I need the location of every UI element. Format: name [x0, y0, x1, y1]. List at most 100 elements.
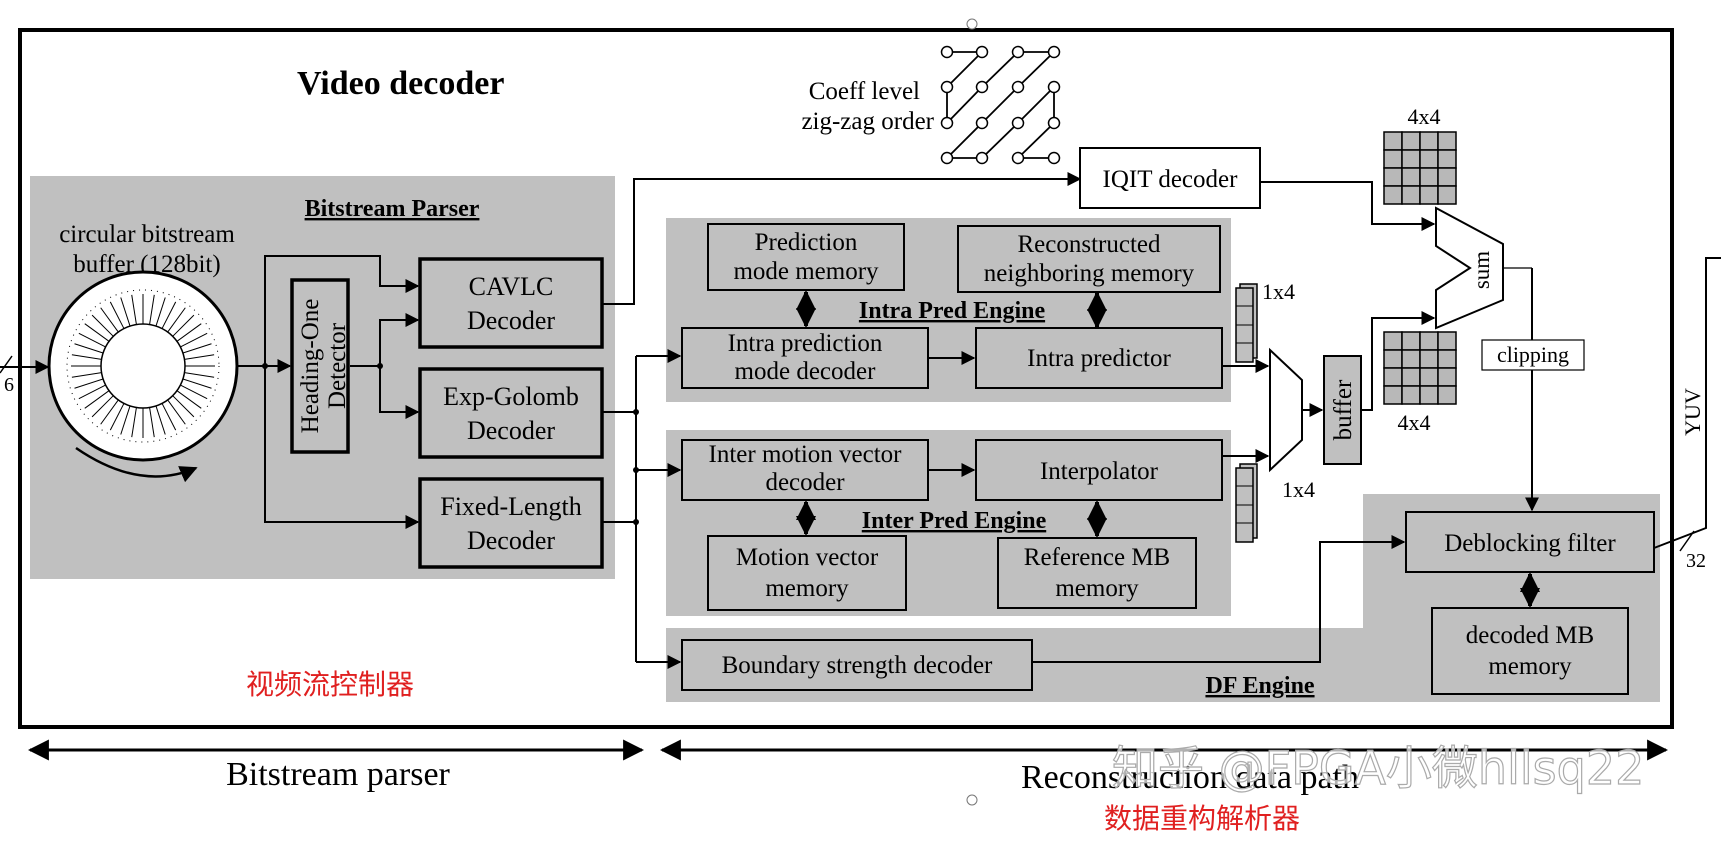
coeff-point: [1047, 151, 1061, 165]
input-bus-width: 6: [4, 374, 14, 396]
grid-cell: [1401, 131, 1421, 151]
inter-mv-dec-label-1: Inter motion vector: [709, 441, 903, 468]
column-1x4-bottom-label: 1x4: [1282, 477, 1315, 502]
ring-spoke: [149, 294, 155, 325]
coeff-point: [1047, 80, 1061, 94]
grid-cell: [1437, 385, 1457, 405]
ring-spoke: [131, 294, 137, 325]
output-bus-width: 32: [1686, 550, 1706, 572]
grid-cell: [1419, 149, 1439, 169]
rotation-arrow: [75, 446, 198, 483]
grid-cell: [1419, 349, 1439, 369]
ring-spoke: [161, 301, 177, 329]
iqit-to-sum: [1260, 181, 1436, 231]
intra-predictor-label: Intra predictor: [1027, 345, 1171, 372]
grid-cell: [1419, 167, 1439, 187]
ring-spoke: [120, 297, 131, 327]
column-1x4-top-label: 1x4: [1262, 279, 1295, 304]
grid-cell: [1437, 185, 1457, 205]
motion-vector-memory-box: [707, 535, 907, 611]
zigzag-step: [1017, 122, 1055, 159]
grid-cell: [1401, 349, 1421, 369]
interpolator-label: Interpolator: [1040, 458, 1159, 485]
ring-spoke: [176, 390, 202, 409]
pred-mode-mem-label-1: Prediction: [755, 229, 858, 256]
coeff-point: [940, 116, 954, 130]
junction: [633, 409, 639, 415]
grid-cell: [1437, 167, 1457, 187]
coeff-point: [1011, 80, 1025, 94]
ring-spoke: [167, 307, 186, 333]
decoded-mb-label-1: decoded MB: [1466, 622, 1594, 649]
ring-spoke: [74, 343, 104, 354]
zigzag-step: [946, 51, 983, 88]
ring-spoke: [91, 395, 114, 418]
intra-predictor-box: [975, 327, 1223, 389]
grid-4x4-bottom: [1383, 331, 1457, 405]
grid-4x4-top: [1383, 131, 1457, 205]
ring-spoke: [176, 323, 202, 342]
ring-spoke: [182, 378, 212, 389]
junction: [633, 519, 639, 525]
grid-cell: [1419, 367, 1439, 387]
fixedlength-label-2: Decoder: [467, 526, 555, 555]
heading-one-label-2: Detector: [324, 322, 351, 409]
decoded-mb-memory-box: [1431, 607, 1629, 695]
buffer-label: buffer: [1330, 379, 1357, 440]
intra-mode-dec-label-1: Intra prediction: [728, 330, 883, 357]
reconstructed-neighboring-memory-box: [957, 225, 1221, 293]
ring-spoke: [109, 403, 125, 431]
coeff-point: [975, 116, 989, 130]
ring-spoke: [172, 314, 195, 337]
ring-spoke: [84, 390, 110, 409]
mv-mem-label-1: Motion vector: [736, 544, 879, 571]
bypass-to-cavlc: [264, 255, 420, 366]
coeff-point: [940, 80, 954, 94]
grid-cell: [1437, 149, 1457, 169]
expgolomb-label-1: Exp-Golomb: [443, 382, 579, 411]
ring-spoke: [71, 372, 102, 378]
coeff-label-2: zig-zag order: [801, 108, 934, 135]
buffer-to-sum: [1361, 311, 1436, 411]
handle-dot: [966, 794, 978, 806]
cavlc-label-2: Decoder: [467, 306, 555, 335]
cavlc-to-iqit: [602, 172, 1082, 305]
zigzag-step: [946, 86, 983, 124]
grid-cell: [1419, 131, 1439, 151]
deblocking-filter-label: Deblocking filter: [1444, 530, 1616, 557]
heading-one-label-1: Heading-One: [297, 299, 324, 434]
handle-dot: [966, 18, 978, 30]
iqit-decoder-label: IQIT decoder: [1103, 166, 1239, 193]
input-bus-slash: [0, 355, 13, 374]
intra-pred-engine-label: Intra Pred Engine: [859, 298, 1046, 324]
ring-spoke: [78, 384, 106, 400]
coeff-point: [1047, 45, 1061, 59]
sum-label: sum: [1469, 251, 1494, 289]
pred-mode-mem-label-2: mode memory: [733, 258, 879, 285]
detector-to-cavlc: [379, 313, 420, 366]
detector-to-expgolomb: [379, 366, 420, 419]
ring-spoke: [184, 372, 215, 378]
ring-spoke: [100, 399, 119, 425]
grid-cell: [1383, 367, 1403, 387]
ring-spoke: [180, 332, 208, 348]
zigzag-step: [946, 122, 983, 159]
heading-one-detector-box: [290, 278, 350, 454]
ring-spoke: [71, 354, 102, 360]
mv-mem-label-2: memory: [765, 575, 849, 602]
watermark: 知乎 @FPGA小微hllsq22: [1112, 741, 1644, 795]
grid-cell: [1437, 331, 1457, 351]
grid-cell: [1437, 349, 1457, 369]
circular-bitstream-buffer: [47, 270, 239, 462]
clipping-label: clipping: [1497, 342, 1569, 367]
grid-cell: [1383, 131, 1403, 151]
footer-bitstream-parser: Bitstream parser: [226, 756, 450, 793]
grid-cell: [1419, 331, 1439, 351]
intra-mode-decoder-box: [681, 327, 929, 389]
ring-spoke: [131, 407, 137, 438]
df-engine-label: DF Engine: [1205, 673, 1314, 699]
zigzag-step: [1017, 51, 1055, 88]
grid-cell: [1383, 385, 1403, 405]
grid-cell: [1401, 185, 1421, 205]
footer-reconstruction-data-path: Reconstruction data path: [1021, 759, 1359, 796]
